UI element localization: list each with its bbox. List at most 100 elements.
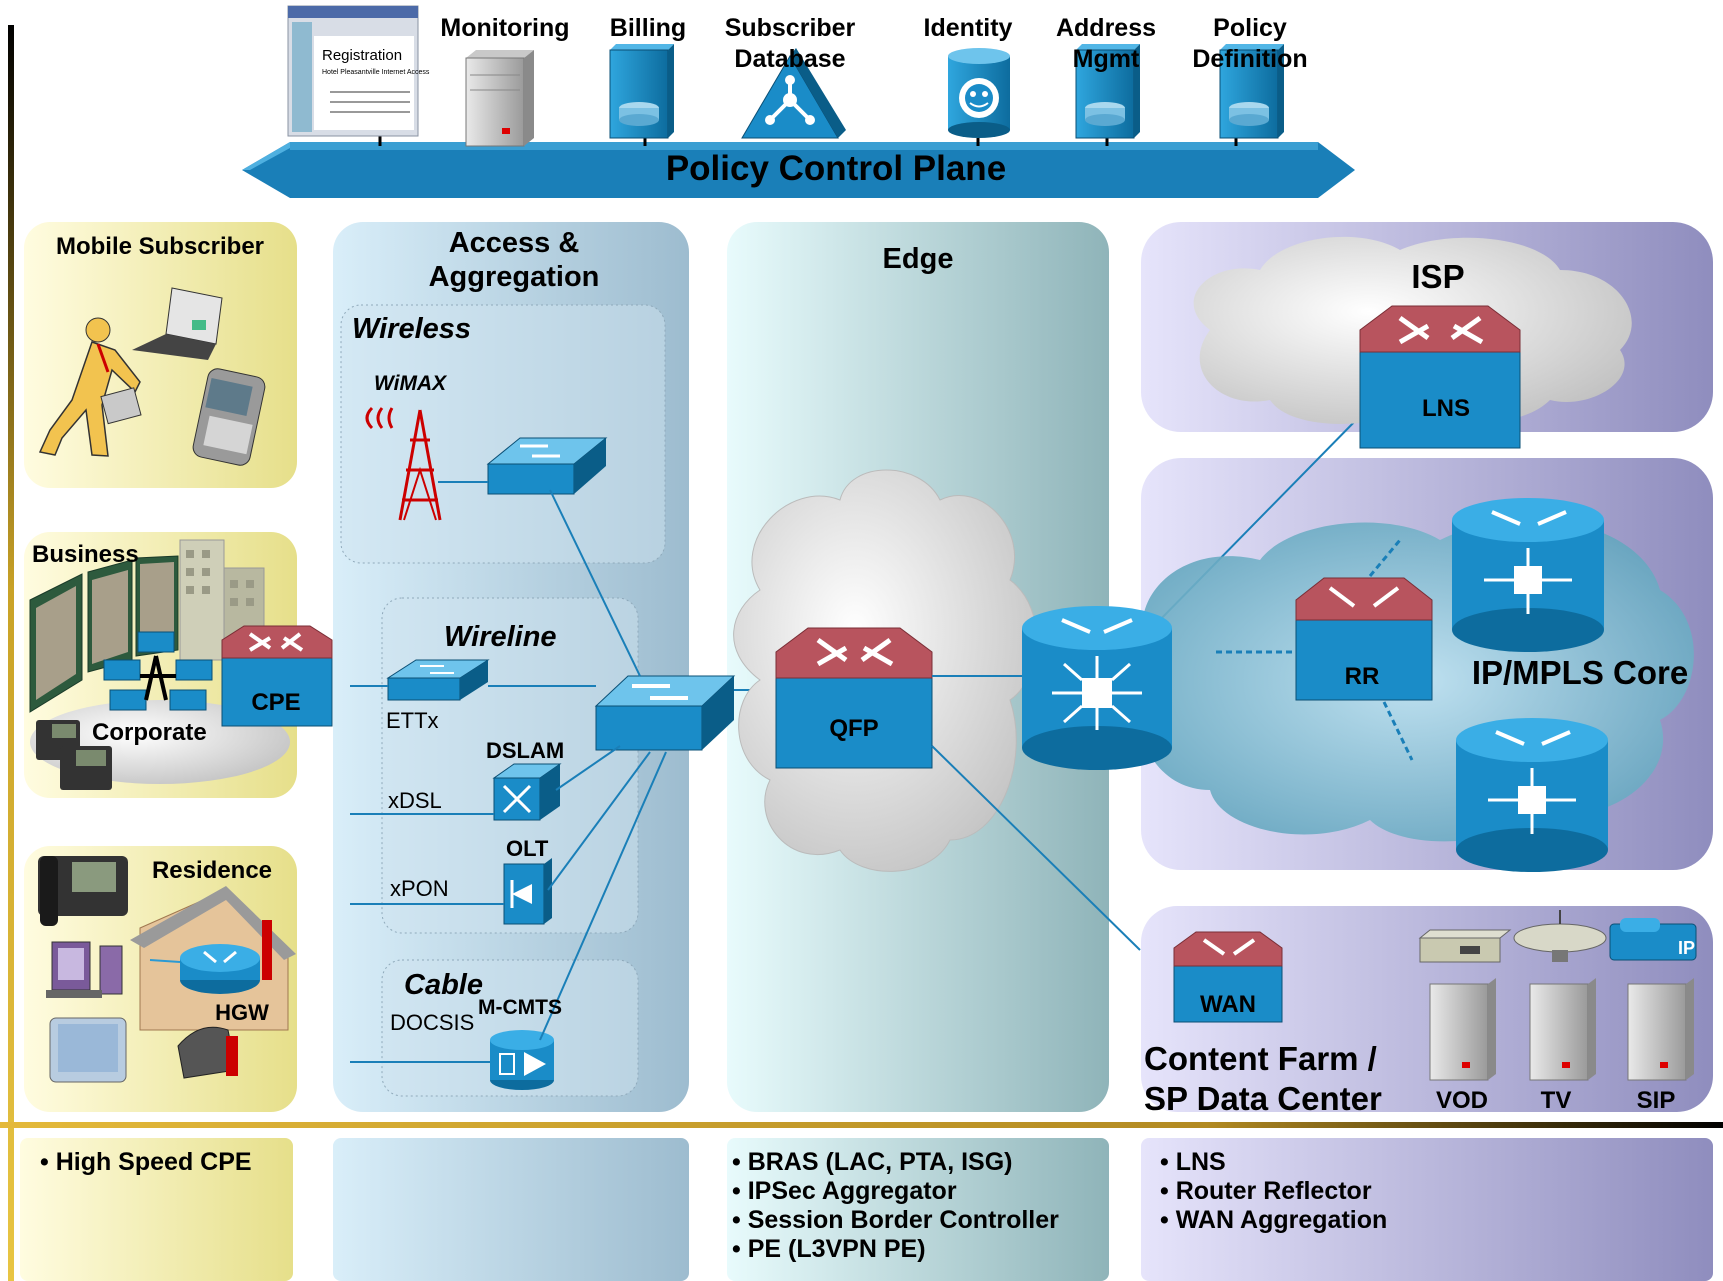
registration-subtitle: Hotel Pleasantville Internet Access (322, 69, 430, 76)
access-title-line2: Aggregation (429, 261, 600, 293)
desk-phone-icon (38, 856, 128, 926)
tv-icon (49, 1017, 127, 1083)
policy-definition-server-icon (1219, 44, 1284, 139)
wireline-label: Wireline (444, 621, 557, 653)
wireless-label: Wireless (352, 313, 471, 345)
tv-dish-icon (1513, 910, 1607, 962)
sip-phone-icon (1609, 918, 1697, 961)
ip-phones-icon (36, 720, 112, 790)
switch-stack-icon (103, 631, 213, 711)
panel-mobile-subscriber (24, 222, 297, 488)
lns-label: LNS (1422, 395, 1470, 422)
office-building-icon (179, 539, 265, 661)
docsis-label: DOCSIS (390, 1010, 474, 1035)
bullet-item: • High Speed CPE (40, 1148, 252, 1176)
bottom-panel-access (333, 1138, 689, 1281)
p-router-bottom-icon (1456, 718, 1608, 872)
aggregation-switch-icon (594, 675, 736, 751)
rr-arrows (1216, 539, 1414, 761)
xdsl-label: xDSL (388, 788, 442, 813)
hgw-link (149, 959, 181, 963)
wan-label: WAN (1200, 991, 1256, 1018)
billing-label: Billing (610, 14, 686, 42)
bullet-item: • LNS (1160, 1148, 1226, 1176)
bottom-panel-cpe (20, 1138, 293, 1281)
wan-router-icon (1173, 931, 1283, 1023)
dslam-label: DSLAM (486, 738, 564, 763)
identity-label: Identity (924, 14, 1013, 42)
monitoring-label: Monitoring (440, 14, 569, 42)
access-title-line1: Access & (449, 227, 580, 259)
lns-router-icon (1359, 305, 1521, 449)
bullet-item: • Router Reflector (1160, 1177, 1372, 1205)
content-farm-line1: Content Farm / (1144, 1040, 1377, 1077)
core-pe-device-icon (1022, 606, 1172, 770)
cpe-label: CPE (251, 689, 300, 716)
registration-window-icon (287, 5, 419, 137)
identity-icon (948, 48, 1010, 138)
mpls-core-label: IP/MPLS Core (1472, 654, 1688, 691)
business-label: Business (32, 541, 139, 568)
set-top-box-icon (177, 1026, 238, 1079)
qfp-label: QFP (829, 715, 878, 742)
xpon-label: xPON (390, 876, 449, 901)
mobile-subscriber-label: Mobile Subscriber (56, 233, 264, 260)
wimax-tower-icon (365, 406, 442, 521)
left-vertical-bar (8, 25, 14, 1281)
bullet-item: • WAN Aggregation (1160, 1206, 1387, 1234)
bottom-panel-edge (727, 1138, 1109, 1281)
ip-badge-label: IP (1678, 938, 1695, 958)
monitoring-server-icon (465, 50, 534, 147)
policy-control-plane-label: Policy Control Plane (666, 149, 1006, 188)
horizontal-divider (0, 1122, 1723, 1128)
smartphone-icon (192, 368, 266, 466)
policy-control-plane-arrow (242, 142, 1355, 198)
subscriber-database-icon (741, 48, 846, 139)
ettx-switch-icon (386, 659, 490, 701)
address-mgmt-server-icon (1075, 44, 1140, 139)
wimax-label: WiMAX (374, 372, 448, 395)
laptop-icon (132, 287, 223, 360)
mcmts-label: M-CMTS (478, 996, 562, 1019)
cpe-router-icon (221, 625, 333, 727)
bullet-item: • Session Border Controller (732, 1206, 1059, 1234)
vod-label: VOD (1436, 1087, 1488, 1114)
cable-label: Cable (404, 969, 483, 1001)
olt-label: OLT (506, 836, 549, 861)
bottom-panel-core (1141, 1138, 1713, 1281)
registration-label: Registration (322, 47, 402, 64)
sip-server-icon (1627, 978, 1694, 1081)
tv-server-icon (1529, 978, 1596, 1081)
hgw-label: HGW (215, 1000, 269, 1025)
bullets-core: • LNS• Router Reflector• WAN Aggregation (1160, 1148, 1387, 1234)
running-person-icon (38, 317, 142, 457)
olt-icon (503, 858, 552, 925)
qfp-router-icon (775, 627, 933, 769)
content-farm-line2: SP Data Center (1144, 1080, 1382, 1117)
edge-title: Edge (883, 243, 954, 275)
rr-router-icon (1295, 577, 1433, 701)
wireless-switch-icon (486, 437, 608, 495)
bullets-edge: • BRAS (LAC, PTA, ISG)• IPSec Aggregator… (732, 1148, 1059, 1263)
pc-icon (46, 941, 123, 998)
dslam-icon (492, 763, 562, 821)
vod-device-icon (1418, 929, 1512, 963)
residence-label: Residence (152, 857, 272, 884)
billing-server-icon (609, 44, 674, 139)
rr-label: RR (1345, 663, 1380, 690)
p-router-top-icon (1452, 498, 1604, 652)
bullet-item: • IPSec Aggregator (732, 1177, 957, 1205)
corporate-label: Corporate (92, 719, 207, 746)
ettx-label: ETTx (386, 708, 439, 733)
bullet-item: • BRAS (LAC, PTA, ISG) (732, 1148, 1013, 1176)
hgw-router-icon (180, 944, 260, 994)
access-links (350, 489, 776, 1063)
bullets-cpe: • High Speed CPE (40, 1148, 252, 1176)
mcmts-icon (490, 1030, 554, 1090)
sip-label: SIP (1637, 1087, 1676, 1114)
tv-label: TV (1541, 1087, 1572, 1114)
bullet-item: • PE (L3VPN PE) (732, 1235, 926, 1263)
vod-server-icon (1429, 978, 1496, 1081)
